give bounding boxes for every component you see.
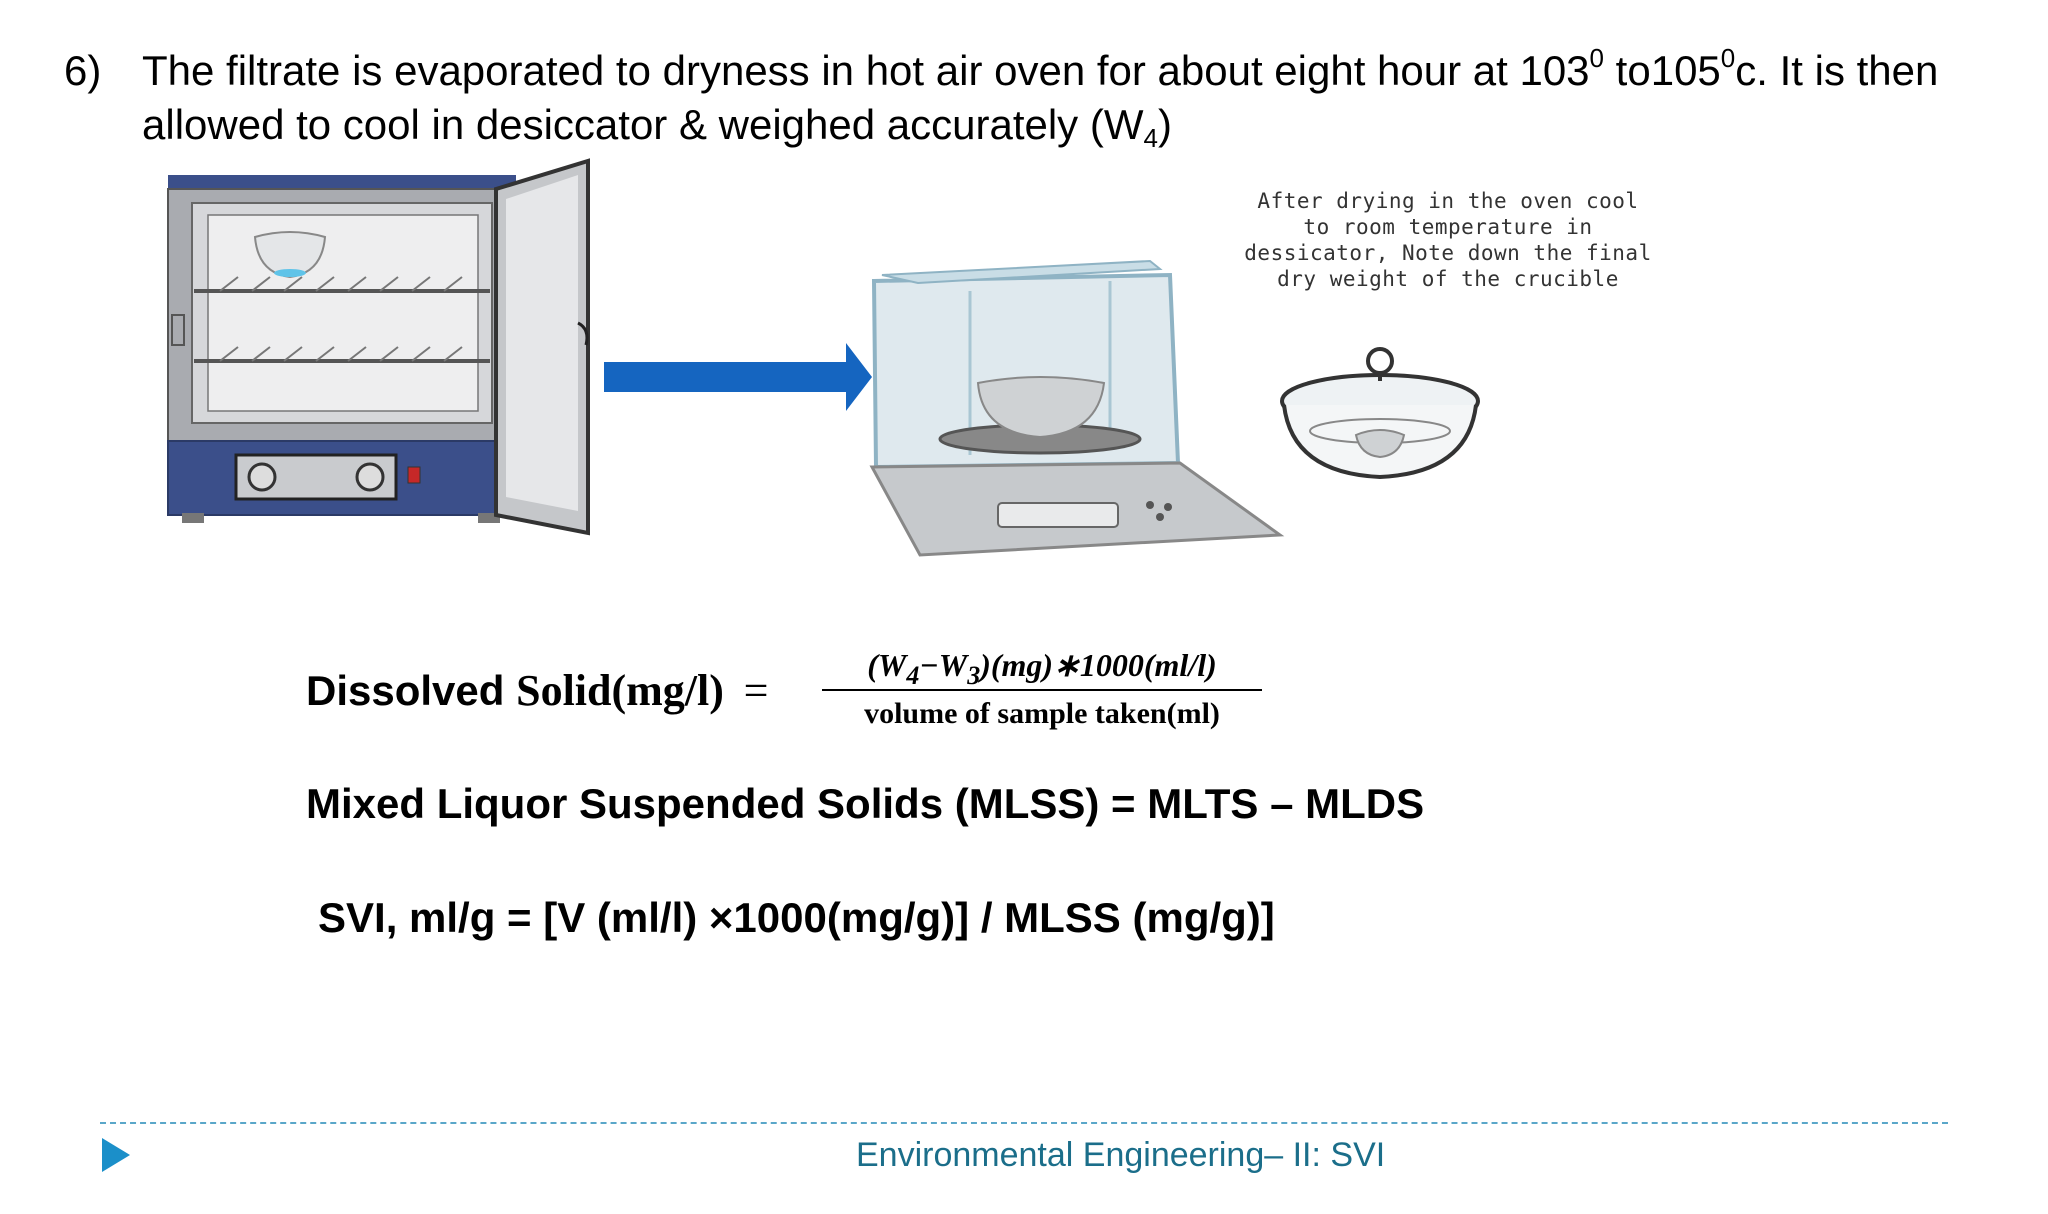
superscript-degree-1: 0 (1589, 43, 1605, 73)
formula-label: Dissolved Solid(mg/l) = (306, 666, 769, 715)
footer-divider (100, 1122, 1948, 1124)
formula-numerator: (W4−W3)(mg)∗1000(ml/l) (867, 647, 1217, 690)
analytical-balance (869, 259, 1285, 557)
footer-title: Environmental Engineering– II: SVI (856, 1136, 1386, 1174)
mlss-formula: Mixed Liquor Suspended Solids (MLSS) = M… (306, 780, 1425, 827)
formula-denominator: volume of sample taken(ml) (864, 697, 1220, 730)
procedure-illustration (167, 158, 1480, 557)
hot-air-oven (167, 158, 590, 536)
fraction-bar (822, 689, 1262, 691)
subscript-w4: 4 (1143, 123, 1158, 153)
step-text: The filtrate is evaporated to dryness in… (142, 43, 1939, 153)
arrow-icon (604, 343, 872, 411)
play-arrow-icon (102, 1138, 130, 1172)
desiccator (1280, 347, 1480, 480)
step-number: 6) (64, 47, 102, 94)
drying-instruction-note: After drying in the oven cool to room te… (1244, 189, 1652, 291)
formula-fraction: (W4−W3)(mg)∗1000(ml/l) volume of sample … (822, 645, 1262, 733)
superscript-degree-2: 0 (1720, 43, 1736, 73)
svi-formula: SVI, ml/g = [V (ml/l) ×1000(mg/g)] / MLS… (318, 894, 1275, 941)
